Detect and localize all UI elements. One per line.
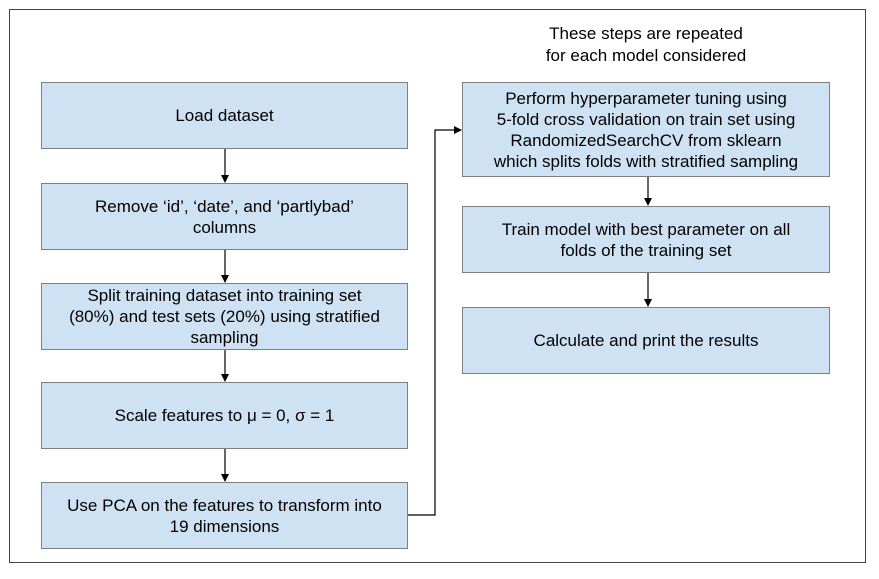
- step-pca-line-1: Use PCA on the features to transform int…: [67, 495, 382, 515]
- step-pca: Use PCA on the features to transform int…: [41, 482, 408, 549]
- step-train-line-1: Train model with best parameter on all: [501, 219, 791, 239]
- step-split-line-2: (80%) and test sets (20%) using stratifi…: [69, 307, 380, 326]
- step-split-dataset: Split training dataset into training set…: [41, 283, 408, 350]
- step-results-line-1: Calculate and print the results: [533, 331, 759, 350]
- repeat-note-line-1: These steps are repeated: [549, 24, 743, 43]
- step-scale-line-1: Scale features to μ = 0, σ = 1: [114, 406, 335, 425]
- diagram-frame: [9, 9, 866, 563]
- step-remove-line-1: Remove ‘id’, ‘date’, and ‘partlybad’: [95, 196, 354, 216]
- step-train-model: Train model with best parameter on all f…: [462, 206, 830, 273]
- step-load-dataset: Load dataset: [41, 82, 408, 149]
- step-split-line-3: sampling: [190, 328, 259, 347]
- repeat-note-line-2: for each model considered: [545, 46, 747, 65]
- step-tune-line-2: 5-fold cross validation on train set usi…: [496, 109, 796, 129]
- step-remove-columns: Remove ‘id’, ‘date’, and ‘partlybad’ col…: [41, 183, 408, 250]
- step-tune-line-3: RandomizedSearchCV from sklearn: [510, 130, 782, 150]
- step-pca-line-2: 19 dimensions: [169, 516, 280, 536]
- step-tune-line-4: which splits folds with stratified sampl…: [493, 151, 799, 171]
- step-remove-line-2: columns: [192, 217, 257, 237]
- step-hyperparameter-tuning: Perform hyperparameter tuning using 5-fo…: [462, 82, 830, 177]
- step-scale-features: Scale features to μ = 0, σ = 1: [41, 382, 408, 449]
- step-train-line-2: folds of the training set: [560, 240, 732, 260]
- repeat-note: These steps are repeated for each model …: [526, 23, 766, 67]
- step-load-line-1: Load dataset: [175, 106, 274, 125]
- step-split-line-1: Split training dataset into training set: [87, 286, 362, 305]
- step-tune-line-1: Perform hyperparameter tuning using: [505, 88, 787, 108]
- step-print-results: Calculate and print the results: [462, 307, 830, 374]
